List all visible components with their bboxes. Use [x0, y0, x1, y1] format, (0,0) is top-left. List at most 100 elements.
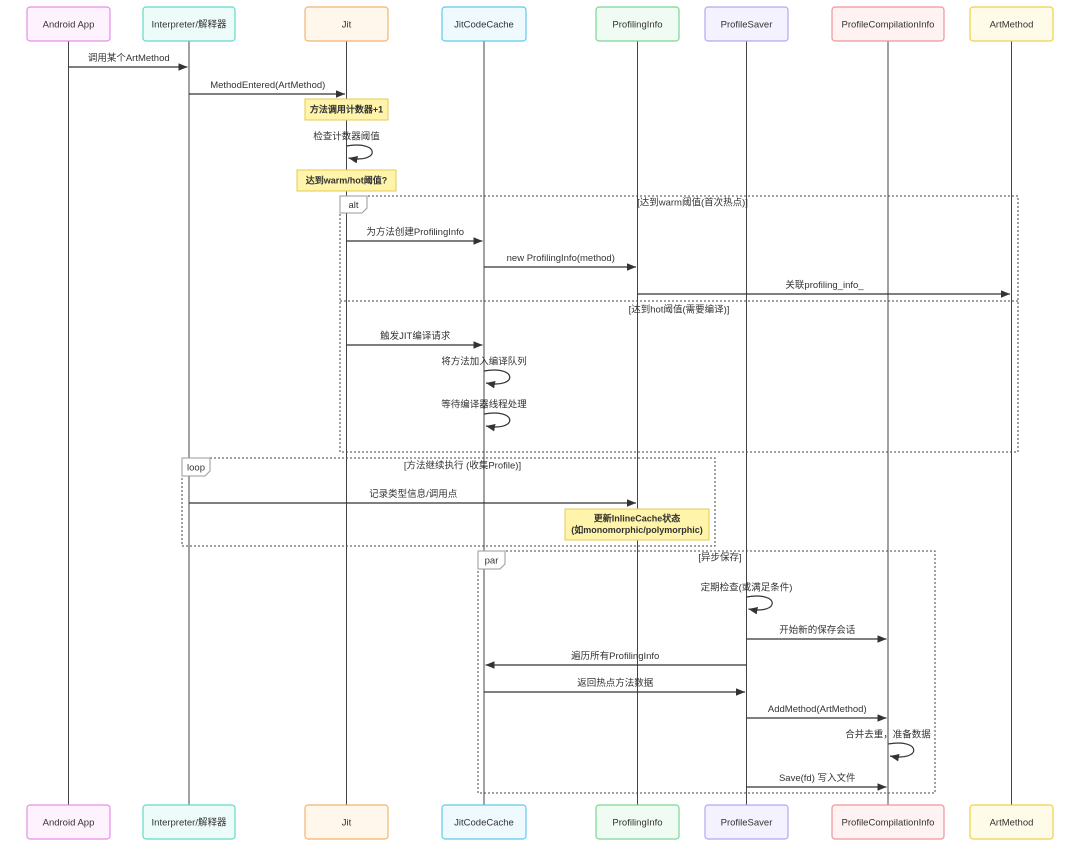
message-start-session: 开始新的保存会话 [746, 624, 887, 643]
participant-profiling-info-bottom: ProfilingInfo [595, 804, 680, 840]
self-message-arrow [483, 412, 511, 432]
message-return-hot-methods: 返回热点方法数据 [484, 677, 745, 696]
par-fragment: par [异步保存] [477, 550, 936, 794]
participant-box [441, 6, 527, 42]
message-label: 触发JIT编译请求 [380, 330, 451, 342]
participant-box [142, 6, 236, 42]
participant-android-app-top: Android App [26, 6, 111, 42]
participant-box [142, 804, 236, 840]
participant-art-method-bottom: ArtMethod [969, 804, 1054, 840]
participant-box [26, 804, 111, 840]
message-label: 调用某个ArtMethod [88, 53, 170, 64]
participant-label: ProfilingInfo [612, 20, 662, 31]
participant-label: Android App [43, 20, 95, 31]
participant-android-app-bottom: Android App [26, 804, 111, 840]
participant-box [969, 6, 1054, 42]
message-label: 为方法创建ProfilingInfo [366, 226, 464, 238]
participant-interpreter-bottom: Interpreter/解释器 [142, 804, 236, 840]
participant-profile-saver-top: ProfileSaver [704, 6, 789, 42]
self-message-periodic-check: 定期检查(或满足条件) [701, 582, 793, 615]
message-label: 定期检查(或满足条件) [701, 582, 793, 594]
message-label: 关联profiling_info_ [785, 279, 864, 291]
participant-label: ProfileCompilationInfo [842, 20, 935, 31]
lifelines [68, 41, 1012, 805]
participant-profile-compilation-info-bottom: ProfileCompilationInfo [831, 804, 945, 840]
message-label: Save(fd) 写入文件 [779, 772, 856, 784]
note-box [304, 98, 389, 121]
alt-condition-hot: [达到hot阈值(需要编译)] [629, 304, 730, 316]
self-message-arrow [346, 144, 373, 164]
message-record-types: 记录类型信息/调用点 [189, 488, 636, 507]
loop-frame [181, 457, 716, 547]
participant-box [704, 804, 789, 840]
participant-box [304, 6, 389, 42]
participant-jit-bottom: Jit [304, 804, 389, 840]
alt-fragment: alt [达到warm阈值(首次热点)] [达到hot阈值(需要编译)] [339, 195, 1019, 453]
participant-label: JitCodeCache [454, 20, 514, 31]
participant-label: Jit [342, 818, 352, 829]
alt-frame [339, 195, 1019, 453]
participant-label: Interpreter/解释器 [152, 817, 227, 829]
participant-box [441, 804, 527, 840]
message-label: 记录类型信息/调用点 [369, 488, 458, 500]
note-box [296, 169, 397, 192]
message-label: 将方法加入编译队列 [441, 356, 527, 368]
participant-jit-code-cache-top: JitCodeCache [441, 6, 527, 42]
note-label-line-1: 更新InlineCache状态 [594, 513, 681, 524]
message-save-file: Save(fd) 写入文件 [746, 772, 887, 791]
participant-label: ArtMethod [990, 818, 1034, 829]
note-box [564, 508, 710, 541]
participant-label: ArtMethod [990, 20, 1034, 31]
participant-interpreter-top: Interpreter/解释器 [142, 6, 236, 42]
message-new-profiling-info: new ProfilingInfo(method) [484, 253, 636, 271]
participant-jit-code-cache-bottom: JitCodeCache [441, 804, 527, 840]
participant-box [595, 6, 680, 42]
note-label: 方法调用计数器+1 [310, 104, 383, 115]
message-label: 等待编译器线程处理 [441, 399, 527, 411]
participant-box [969, 804, 1054, 840]
par-condition: [异步保存] [698, 552, 741, 564]
message-label: 开始新的保存会话 [779, 624, 856, 636]
participant-box [704, 6, 789, 42]
participant-label: Android App [43, 818, 95, 829]
message-iterate-profiling-info: 遍历所有ProfilingInfo [485, 650, 747, 669]
participant-box [831, 804, 945, 840]
participant-label: ProfileSaver [721, 20, 773, 31]
par-tag [477, 550, 506, 570]
message-label: MethodEntered(ArtMethod) [210, 80, 325, 91]
self-message-arrow [483, 369, 511, 389]
participant-box [304, 804, 389, 840]
alt-label: alt [348, 200, 358, 211]
message-label: 检查计数器阈值 [313, 131, 380, 143]
self-message-merge-dedupe: 合并去重，准备数据 [845, 729, 931, 762]
note-label: 达到warm/hot阈值? [306, 175, 388, 186]
par-frame [477, 550, 936, 794]
participant-label: Jit [342, 20, 352, 31]
participant-jit-top: Jit [304, 6, 389, 42]
message-method-entered: MethodEntered(ArtMethod) [189, 80, 345, 98]
participant-box [595, 804, 680, 840]
participant-label: ProfileSaver [721, 818, 773, 829]
self-message-wait-compiler: 等待编译器线程处理 [441, 399, 527, 432]
participants-bottom: Android App Interpreter/解释器 Jit JitCodeC… [26, 804, 1054, 840]
participant-label: ProfileCompilationInfo [842, 818, 935, 829]
note-label-line-2: (如monomorphic/polymorphic) [571, 524, 703, 535]
self-message-arrow [746, 595, 773, 615]
self-message-check-threshold: 检查计数器阈值 [313, 131, 380, 164]
loop-condition: [方法继续执行 (收集Profile)] [404, 460, 521, 472]
participants-top: Android App Interpreter/解释器 Jit JitCodeC… [26, 6, 1054, 42]
participant-box [26, 6, 111, 42]
self-message-enqueue: 将方法加入编译队列 [441, 356, 527, 389]
message-trigger-jit: 触发JIT编译请求 [346, 330, 483, 349]
message-label: AddMethod(ArtMethod) [768, 704, 867, 715]
participant-profile-saver-bottom: ProfileSaver [704, 804, 789, 840]
note-threshold-reached: 达到warm/hot阈值? [296, 169, 397, 192]
self-message-arrow [887, 742, 915, 762]
par-label: par [485, 556, 499, 567]
message-label: new ProfilingInfo(method) [507, 253, 615, 264]
message-label: 返回热点方法数据 [577, 677, 654, 689]
participant-box [831, 6, 945, 42]
participant-label: Interpreter/解释器 [152, 19, 227, 31]
